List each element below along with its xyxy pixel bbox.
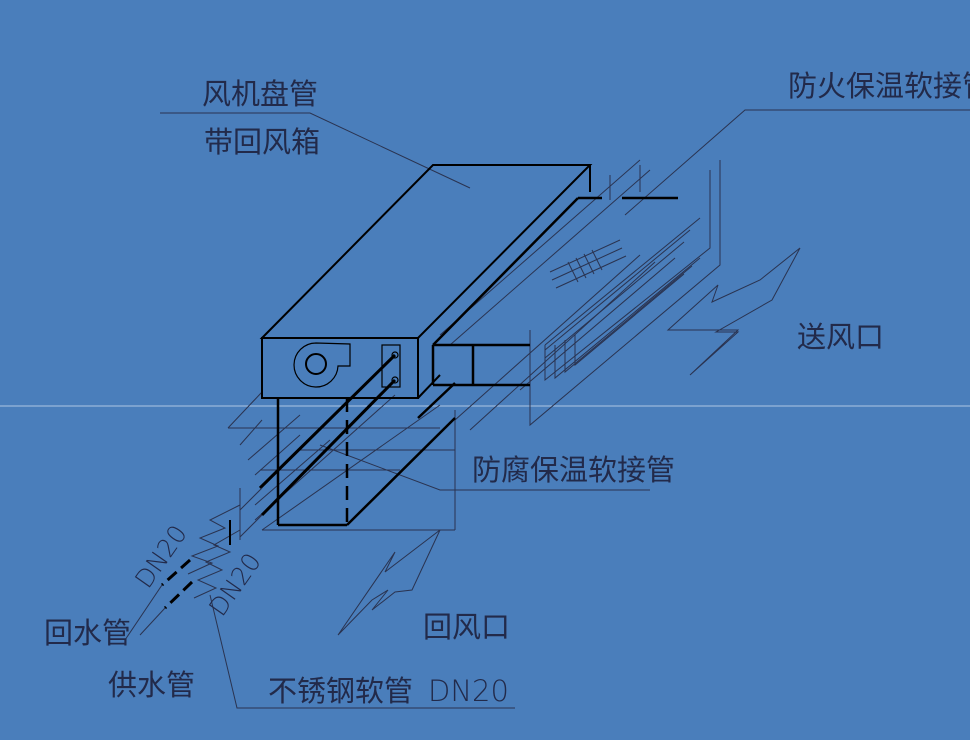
unit-front-face — [261, 337, 419, 399]
fan-coil-unit — [259, 164, 593, 399]
fan-scroll-icon — [293, 342, 351, 388]
fan-icon — [305, 353, 327, 375]
label-supply-pipe: 供水管 — [108, 668, 195, 702]
label-return-air: 回风口 — [423, 610, 510, 644]
leader-anticorr-flex — [319, 444, 650, 491]
label-supply-air: 送风口 — [797, 320, 884, 354]
unit-top-face — [259, 164, 593, 339]
label-stainless-flex: 不锈钢软管 — [268, 674, 413, 708]
return-air-box — [276, 398, 456, 527]
supply-air-arrow-icon — [666, 247, 801, 376]
supply-pipe-line — [260, 378, 397, 517]
label-fcu-line2: 带回风箱 — [204, 125, 320, 159]
flex-coil-supply — [193, 529, 241, 599]
return-box-frames — [227, 391, 456, 531]
supply-outlet-frames — [439, 159, 721, 431]
pipe-extensions — [124, 487, 263, 641]
label-return-pipe: 回水管 — [44, 616, 131, 650]
leader-lines — [160, 109, 970, 709]
flex-coil-return — [187, 504, 241, 575]
label-fire-flex: 防火保温软接管 — [788, 69, 970, 103]
leader-fcu — [160, 112, 471, 189]
label-anticorr-flex: 防腐保温软接管 — [472, 453, 675, 487]
leader-stainless — [209, 594, 515, 709]
return-air-arrow-icon — [337, 529, 441, 636]
leader-fire-flex — [624, 109, 970, 216]
supply-flex-hatch — [549, 239, 627, 289]
supply-collar — [417, 196, 678, 419]
return-pipe-line — [258, 353, 397, 490]
label-fcu-line1: 风机盘管 — [202, 77, 318, 111]
label-dn-return: DN20 — [129, 520, 193, 594]
label-dn-main: DN20 — [428, 674, 509, 708]
water-pipes — [161, 353, 397, 610]
